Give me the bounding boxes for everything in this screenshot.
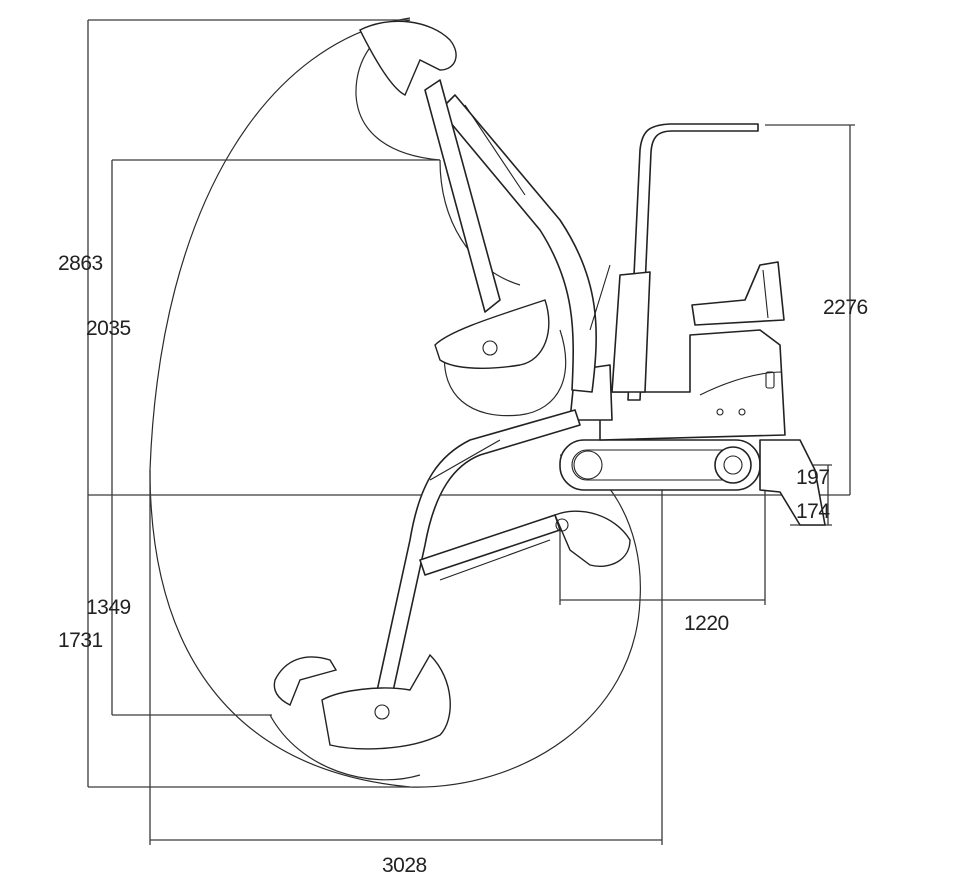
operator-seat xyxy=(691,261,785,326)
hood-latch xyxy=(765,371,775,389)
engine-hood-line xyxy=(699,371,783,396)
label-max-vertical-wall-dig-depth: 1349 xyxy=(86,596,131,619)
label-max-dumping-height: 2035 xyxy=(86,317,131,340)
upper-bucket-sweep xyxy=(443,329,567,417)
label-min-swing-radius: 1220 xyxy=(684,612,729,635)
bucket-upper-pin xyxy=(482,340,498,356)
lower-bucket-sweep xyxy=(269,714,421,781)
control-tower xyxy=(611,271,651,393)
label-max-digging-height: 2863 xyxy=(58,252,103,275)
boom-lower-cylinder xyxy=(429,439,501,481)
mid-bucket-arc xyxy=(439,159,521,286)
bucket-bottom xyxy=(321,653,451,750)
bucket-mid-right xyxy=(554,510,631,567)
label-blade-lift-height: 197 xyxy=(796,466,830,489)
hood-bolt-2 xyxy=(738,408,746,416)
label-max-digging-depth: 1731 xyxy=(58,629,103,652)
bucket-mid-pin xyxy=(555,518,569,532)
track-sprocket-hub xyxy=(723,455,743,475)
hood-bolt-1 xyxy=(716,408,724,416)
dozer-blade xyxy=(759,439,826,526)
label-blade-dig-depth: 174 xyxy=(796,500,830,523)
bucket-upper-curled xyxy=(434,299,550,369)
seat-back-line xyxy=(762,269,769,319)
arm-upper xyxy=(424,79,501,313)
arm-lower-cylinder xyxy=(439,539,551,581)
arm-upper-cylinder xyxy=(464,104,526,196)
label-max-digging-reach: 3028 xyxy=(382,854,427,877)
boom-upper-cylinder xyxy=(589,264,611,331)
arm-lower xyxy=(419,514,561,576)
label-transport-height: 2276 xyxy=(823,296,868,319)
track-idler xyxy=(573,450,603,480)
bucket-top xyxy=(359,20,457,96)
bucket-far-left xyxy=(273,656,338,706)
bucket-bottom-pin xyxy=(374,704,390,720)
track-sprocket xyxy=(714,446,752,484)
